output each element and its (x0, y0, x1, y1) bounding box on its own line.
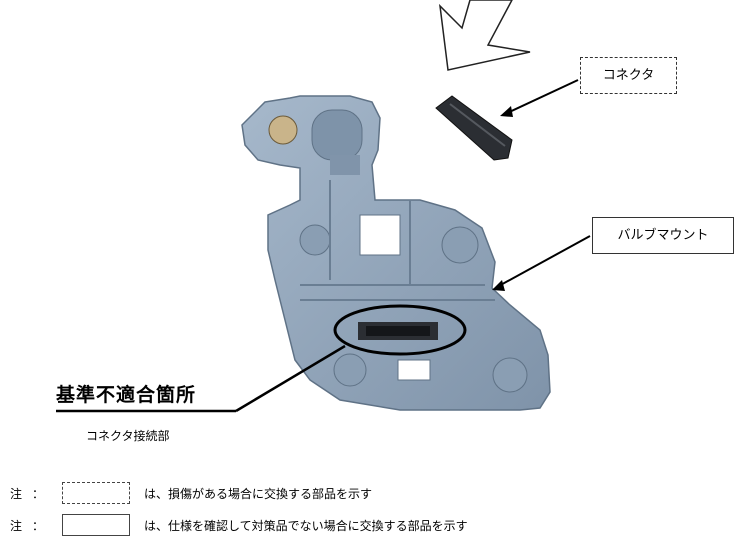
note-prefix: 注 (10, 518, 23, 533)
note-text: は、損傷がある場合に交換する部品を示す (144, 486, 373, 501)
connector-label: コネクタ (580, 57, 677, 94)
note-colon: ： (32, 486, 45, 501)
note-colon: ： (32, 518, 45, 533)
bulb-mount-part (241, 95, 551, 411)
highlight-ellipse (333, 304, 467, 356)
defect-subtitle: コネクタ接続部 (86, 429, 170, 443)
direction-arrow (438, 0, 531, 71)
defect-title: 基準不適合箇所 (56, 384, 197, 406)
note-text: は、仕様を確認して対策品でない場合に交換する部品を示す (144, 518, 468, 533)
solid-box-sample (62, 514, 130, 536)
dashed-box-sample (62, 482, 130, 504)
connector-arrow (500, 79, 579, 117)
note-row-damage: 注 ： は、損傷がある場合に交換する部品を示す (10, 480, 730, 506)
bulb-mount-label: バルブマウント (592, 217, 734, 254)
bulb-mount-arrow (492, 235, 591, 291)
defect-leader (56, 344, 346, 413)
note-row-spec: 注 ： は、仕様を確認して対策品でない場合に交換する部品を示す (10, 512, 730, 538)
connector-part (435, 95, 513, 161)
note-prefix: 注 (10, 486, 23, 501)
connector-slot (358, 322, 438, 340)
